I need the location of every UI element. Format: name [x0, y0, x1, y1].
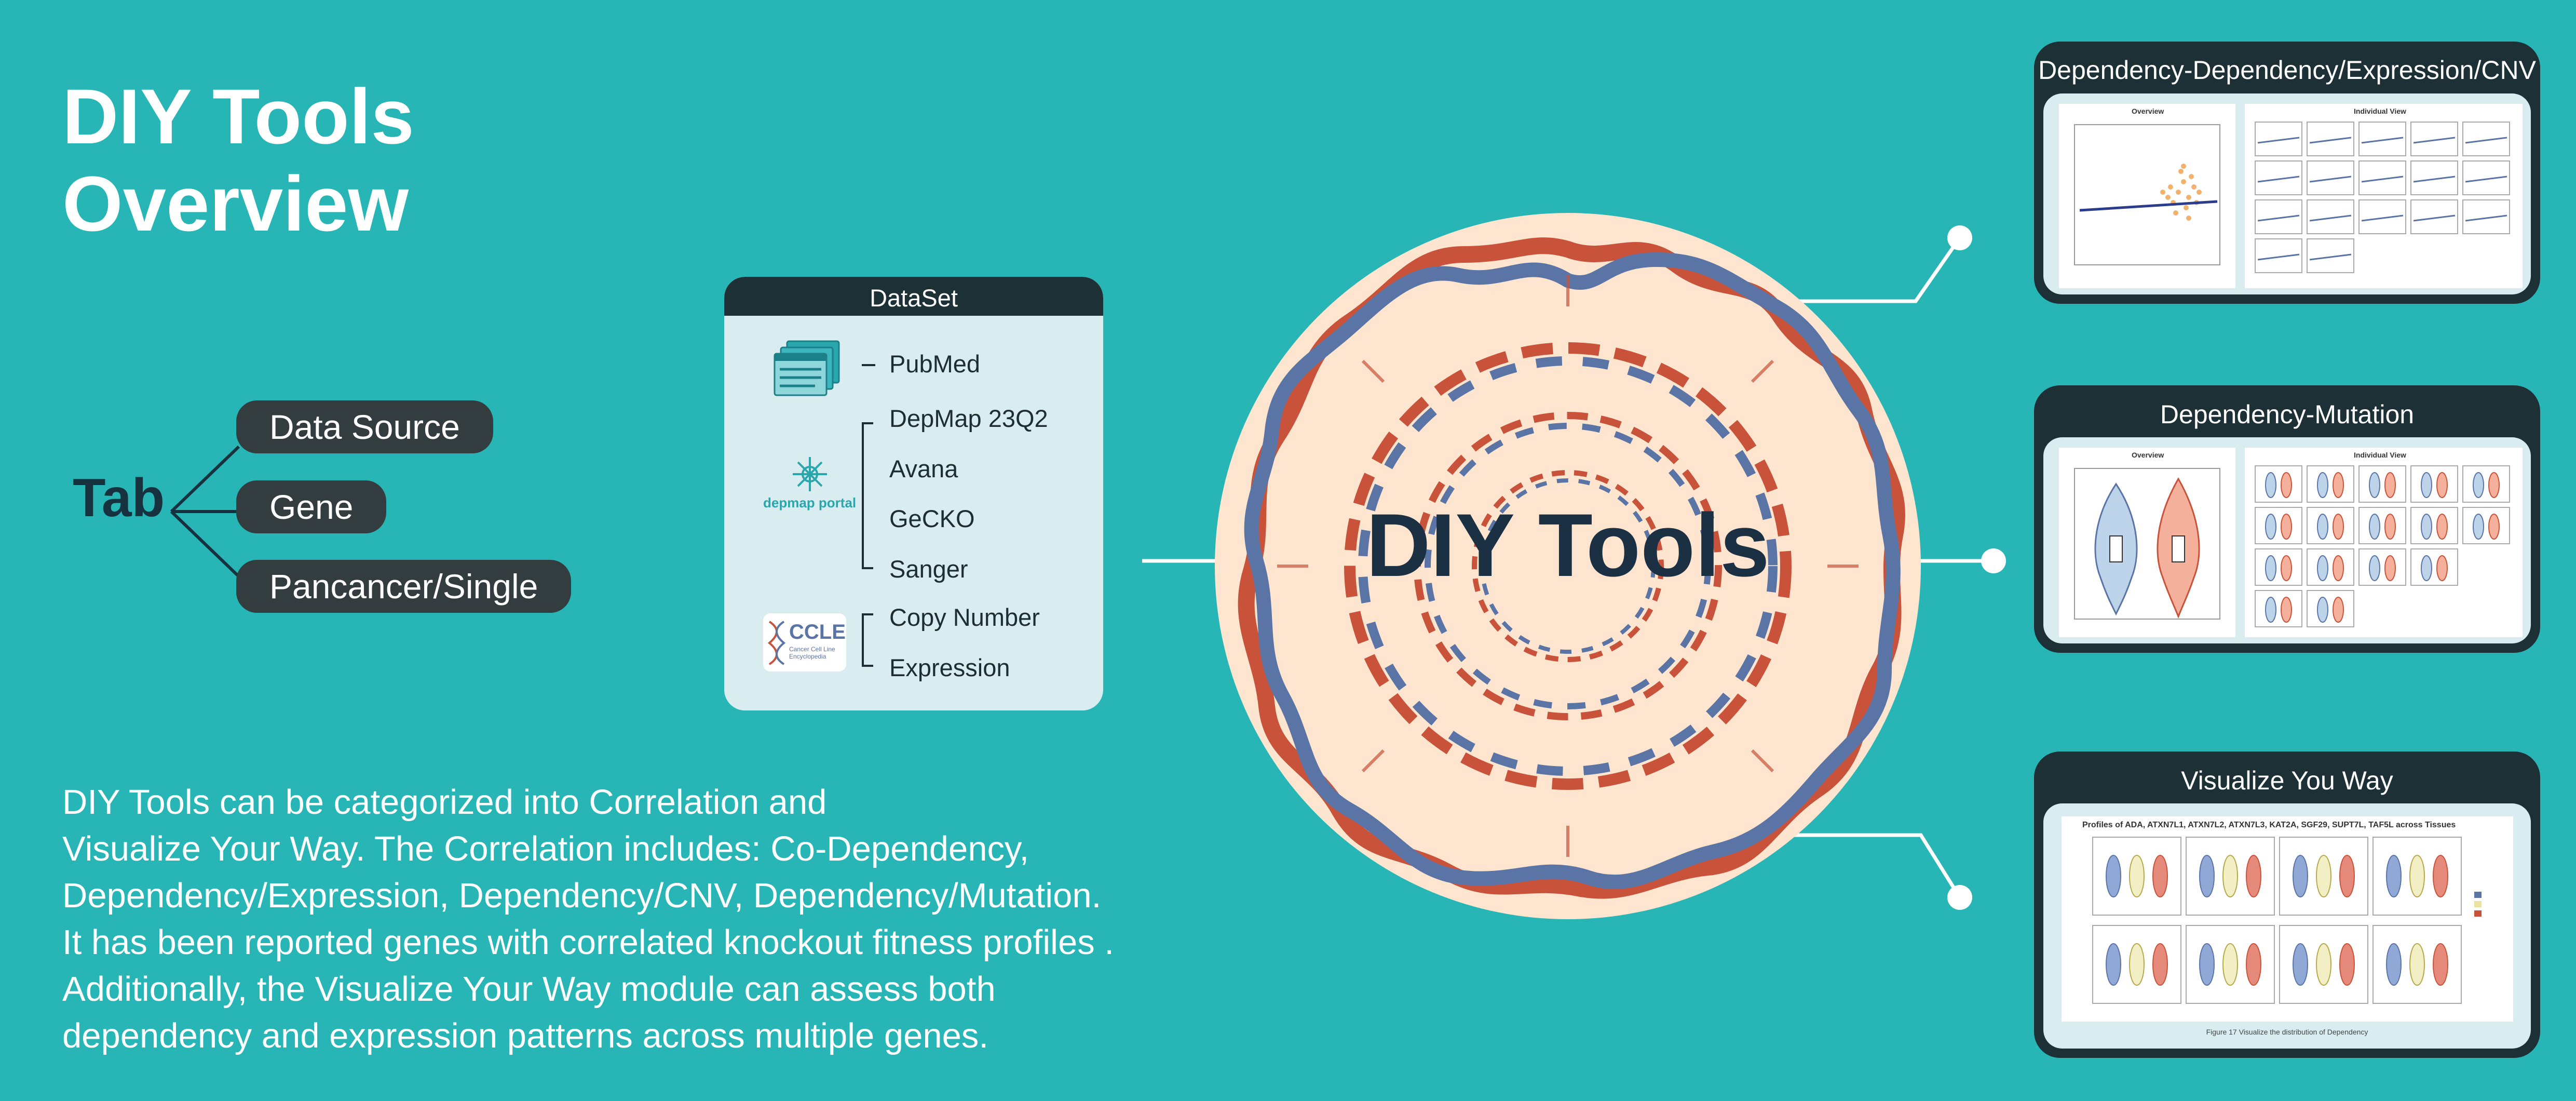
dataset-title: DataSet — [724, 277, 1103, 316]
mini-violins-thumbnail — [2255, 465, 2510, 627]
panel-1-overview-plot: Overview — [2059, 104, 2235, 288]
sanger-label: Sanger — [889, 555, 968, 583]
description-line-5: Additionally, the Visualize Your Way mod… — [62, 970, 996, 1009]
pubmed-dash — [862, 364, 875, 366]
tab-label: Tab — [73, 468, 165, 528]
panel-1-title: Dependency-Dependency/Expression/CNV — [2038, 56, 2536, 85]
title-line-2: Overview — [62, 160, 409, 247]
copy-number-label: Copy Number — [889, 603, 1040, 631]
page-title: DIY Tools Overview — [62, 73, 414, 247]
description-line-4: It has been reported genes with correlat… — [62, 923, 1115, 962]
ccle-logo-text: CCLE — [789, 621, 846, 643]
depmap-logo-text: depmap portal — [763, 495, 857, 511]
gecko-label: GeCKO — [889, 505, 975, 532]
depmap-logo-icon — [793, 457, 827, 491]
small-multiples-thumbnail — [2255, 122, 2510, 273]
connector-node-3 — [1947, 885, 1972, 910]
description-line-6: dependency and expression patterns acros… — [62, 1016, 989, 1055]
connector-node-2 — [1981, 548, 2006, 573]
panel-3-body: Profiles of ADA, ATXN7L1, ATXN7L2, ATXN7… — [2043, 803, 2531, 1049]
panel-3-title: Visualize You Way — [2181, 766, 2393, 795]
depmap-bracket — [862, 422, 873, 569]
panel-visualize-your-way: Visualize You Way Profiles of ADA, ATXN7… — [2034, 751, 2540, 1058]
tab-pancancer-single[interactable]: Pancancer/Single — [236, 560, 572, 613]
panel-1-individual-plot: Individual View — [2245, 104, 2523, 288]
panel-2-overview-plot: Overview — [2059, 448, 2235, 637]
ccle-logo: CCLE Cancer Cell Line Encyclopedia — [763, 613, 846, 672]
tab-data-source[interactable]: Data Source — [236, 400, 493, 453]
panel-3-chart-title: Profiles of ADA, ATXN7L1, ATXN7L2, ATXN7… — [2082, 821, 2456, 829]
description-line-2: Visualize Your Way. The Correlation incl… — [62, 829, 1029, 868]
panel-1-overview-label: Overview — [2132, 107, 2164, 115]
panel-3-caption: Figure 17 Visualize the distribution of … — [2206, 1028, 2368, 1036]
tab-connector-lines — [170, 445, 240, 578]
ccle-logo-subtext: Cancer Cell Line Encyclopedia — [789, 646, 835, 660]
panel-2-title: Dependency-Mutation — [2160, 400, 2415, 429]
violin-thumbnail — [2074, 468, 2220, 620]
panel-2-individual-plot: Individual View — [2245, 448, 2523, 637]
panel-3-plot: Profiles of ADA, ATXN7L1, ATXN7L2, ATXN7… — [2062, 816, 2513, 1022]
panel-1-individual-label: Individual View — [2354, 107, 2406, 115]
description-paragraph: DIY Tools can be categorized into Correl… — [62, 779, 1334, 1059]
title-line-1: DIY Tools — [62, 73, 414, 160]
panel-1-body: Overview Individual View — [2043, 93, 2531, 294]
pubmed-icon — [774, 340, 840, 396]
tab-gene[interactable]: Gene — [236, 480, 387, 533]
tissue-violins-thumbnail — [2092, 837, 2482, 1004]
expression-label: Expression — [889, 654, 1010, 681]
panel-dependency-expression-cnv: Dependency-Dependency/Expression/CNV Ove… — [2034, 42, 2540, 304]
panel-2-body: Overview Individual View — [2043, 437, 2531, 643]
scatter-thumbnail — [2074, 124, 2220, 265]
depmap-23q2-label: DepMap 23Q2 — [889, 405, 1048, 432]
ccle-bracket — [862, 613, 873, 667]
dataset-box: DataSet PubMed depmap portal DepMap 23Q2… — [724, 277, 1103, 710]
dna-helix-icon — [767, 621, 786, 665]
panel-dependency-mutation: Dependency-Mutation Overview Individual … — [2034, 385, 2540, 653]
connector-node-1 — [1947, 225, 1972, 250]
center-title: DIY Tools — [1366, 495, 1770, 595]
description-line-3: Dependency/Expression, Dependency/CNV, D… — [62, 876, 1102, 915]
description-line-1: DIY Tools can be categorized into Correl… — [62, 783, 827, 822]
panel-2-individual-label: Individual View — [2354, 451, 2406, 459]
avana-label: Avana — [889, 455, 958, 482]
panel-2-overview-label: Overview — [2132, 451, 2164, 459]
dna-circle-graphic — [1215, 213, 1921, 919]
pubmed-label: PubMed — [889, 350, 981, 378]
